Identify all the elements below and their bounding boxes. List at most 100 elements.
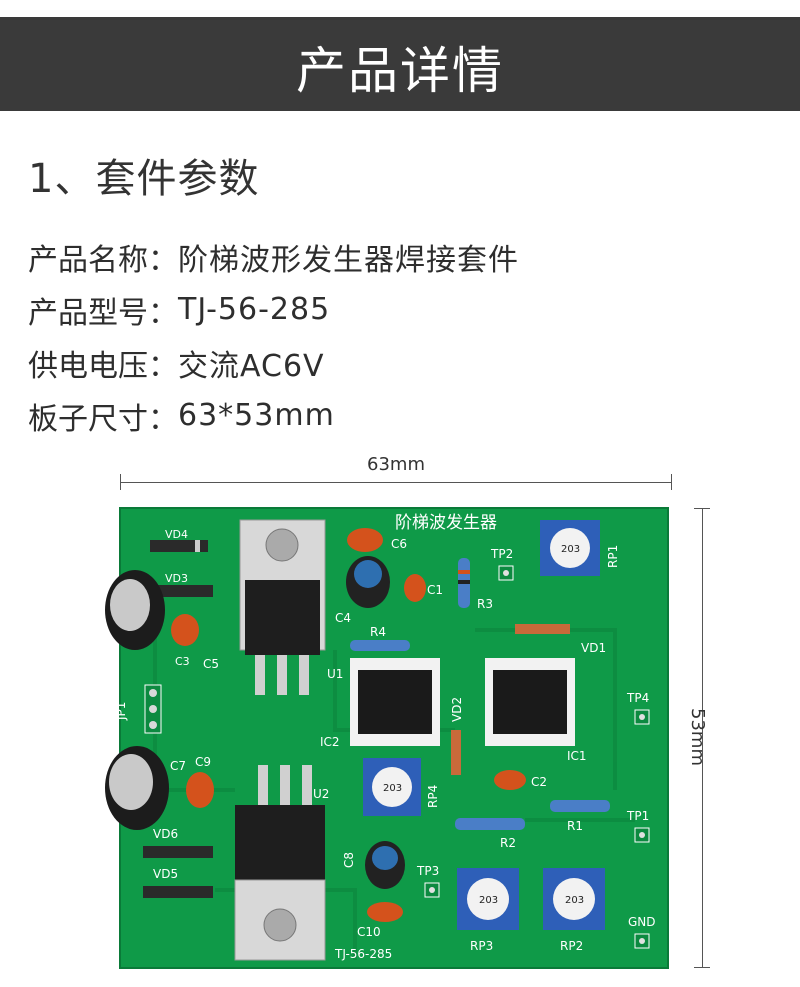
- pot-dial: [553, 878, 595, 920]
- silk-u2: U2: [313, 787, 329, 801]
- silk-title: 阶梯波发生器: [395, 513, 497, 533]
- width-dimension: 63mm: [120, 454, 672, 490]
- capacitor-c6: [347, 528, 383, 552]
- width-tick-left: [120, 474, 121, 490]
- silk-c10: C10: [357, 925, 381, 939]
- section-title: 1、套件参数: [28, 156, 260, 202]
- pot-code-rp3: 203: [479, 895, 498, 906]
- pot-code-rp4: 203: [383, 783, 402, 794]
- pot-code-rp2: 203: [565, 895, 584, 906]
- height-dimension: 53mm: [687, 508, 712, 968]
- silk-model: TJ-56-285: [334, 947, 392, 961]
- silk-tp2: TP2: [490, 547, 513, 561]
- silk-vd4: VD4: [165, 528, 188, 541]
- silk-c2: C2: [531, 775, 547, 789]
- pin: [149, 689, 157, 697]
- width-tick-right: [671, 474, 672, 490]
- lead: [255, 655, 265, 695]
- spec-row-name: 产品名称： 阶梯波形发生器焊接套件: [28, 230, 519, 283]
- height-tick-top: [694, 508, 710, 509]
- spec-value: TJ-56-285: [178, 292, 331, 327]
- screw-icon: [265, 528, 299, 562]
- silk-c5: C5: [203, 657, 219, 671]
- silk-c6: C6: [391, 537, 407, 551]
- lead: [299, 655, 309, 695]
- silk-tp3: TP3: [416, 864, 439, 878]
- silk-tp4: TP4: [626, 691, 649, 705]
- capacitor-top: [110, 579, 150, 631]
- diode-band: [195, 540, 200, 552]
- silk-rp1: RP1: [606, 545, 620, 568]
- resistor-r1: [550, 800, 610, 812]
- pad: [639, 832, 645, 838]
- silk-r2: R2: [500, 836, 516, 850]
- lead: [277, 655, 287, 695]
- diode-vd3: [155, 585, 213, 597]
- page-title: 产品详情: [296, 42, 504, 100]
- diode-vd4: [150, 540, 208, 552]
- diode-vd2: [451, 730, 461, 775]
- diode-vd6: [143, 846, 213, 858]
- pot-code-rp1: 203: [561, 544, 580, 555]
- spec-value: 63*53mm: [178, 398, 335, 433]
- pot-dial: [467, 878, 509, 920]
- silk-u1: U1: [327, 667, 343, 681]
- silk-gnd: GND: [628, 915, 656, 929]
- header-bar: 产品详情: [0, 17, 800, 111]
- pot-dial: [372, 767, 412, 807]
- screw-icon: [263, 908, 297, 942]
- silk-rp3: RP3: [470, 939, 493, 953]
- pad: [429, 887, 435, 893]
- lead: [302, 765, 312, 805]
- silk-vd6: VD6: [153, 827, 178, 841]
- capacitor-top: [354, 560, 382, 588]
- resistor-band: [458, 580, 470, 584]
- silk-c7: C7: [170, 759, 186, 773]
- regulator-u1: [245, 580, 320, 655]
- silk-c8: C8: [342, 852, 356, 868]
- silk-c3: C3: [175, 655, 190, 668]
- pin: [149, 721, 157, 729]
- silk-c1: C1: [427, 583, 443, 597]
- pad: [503, 570, 509, 576]
- silk-tp1: TP1: [626, 809, 649, 823]
- silk-c9: C9: [195, 755, 211, 769]
- silk-ic1: IC1: [567, 749, 587, 763]
- spec-label: 板子尺寸：: [28, 401, 178, 437]
- spec-label: 产品型号：: [28, 295, 178, 331]
- pad: [639, 938, 645, 944]
- ic-chip-ic1: [493, 670, 567, 734]
- resistor-r2: [455, 818, 525, 830]
- silk-vd3: VD3: [165, 572, 188, 585]
- ic-chip-ic2: [358, 670, 432, 734]
- silk-r3: R3: [477, 597, 493, 611]
- silk-rp2: RP2: [560, 939, 583, 953]
- capacitor-c1: [404, 574, 426, 602]
- spec-row-voltage: 供电电压： 交流AC6V: [28, 336, 519, 389]
- spec-row-size: 板子尺寸： 63*53mm: [28, 389, 519, 442]
- lead: [280, 765, 290, 805]
- pin: [149, 705, 157, 713]
- height-tick-bottom: [694, 967, 710, 968]
- regulator-u2: [235, 805, 325, 880]
- width-label: 63mm: [367, 454, 425, 475]
- height-dimension-line: [702, 508, 703, 968]
- silk-vd2: VD2: [450, 697, 464, 722]
- silk-jp1: JP1: [114, 702, 128, 721]
- silk-c4: C4: [335, 611, 351, 625]
- pcb-board-svg: 阶梯波发生器 VD4 VD3 C3 C5 JP1 U1 C6 C4: [105, 507, 669, 969]
- spec-label: 产品名称：: [28, 242, 178, 278]
- silk-r1: R1: [567, 819, 583, 833]
- diode-vd5: [143, 886, 213, 898]
- lead: [258, 765, 268, 805]
- silk-ic2: IC2: [320, 735, 340, 749]
- spec-value: 交流AC6V: [178, 348, 325, 384]
- capacitor-c10: [367, 902, 403, 922]
- resistor-r4: [350, 640, 410, 651]
- spec-row-model: 产品型号： TJ-56-285: [28, 283, 519, 336]
- pcb-photo: 阶梯波发生器 VD4 VD3 C3 C5 JP1 U1 C6 C4: [95, 490, 695, 980]
- silk-rp4: RP4: [426, 785, 440, 808]
- spec-value: 阶梯波形发生器焊接套件: [178, 242, 519, 278]
- silk-vd5: VD5: [153, 867, 178, 881]
- capacitor-top: [109, 754, 153, 810]
